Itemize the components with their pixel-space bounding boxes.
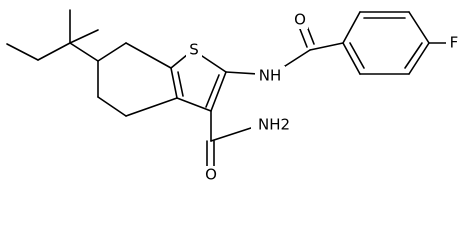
- o-top-label-bg: [292, 11, 308, 29]
- bond-ethyl-2: [37, 42, 71, 61]
- fluorine-label: F: [450, 34, 459, 52]
- bond-ethyl-1: [6, 43, 39, 61]
- bond-c3-c3a: [176, 97, 212, 112]
- molecule-canvas: S NH O F NH2 O: [6, 9, 462, 184]
- oxygen-bottom-label: O: [205, 166, 217, 184]
- bond-c7a-c3a-double: [177, 71, 184, 97]
- nh2-label: NH2: [258, 116, 290, 134]
- bond-ar-6-double: [349, 42, 365, 69]
- bond-nh-cco: [281, 49, 311, 69]
- bonds: [6, 9, 448, 167]
- bond-c2-c3-double: [205, 74, 220, 108]
- structure-diagram: S NH O F NH2 O: [6, 9, 462, 184]
- nh-label: NH: [259, 67, 282, 85]
- bond-c2-c3: [210, 71, 227, 112]
- bond-ar-4: [408, 42, 430, 75]
- bond-camide-n: [210, 126, 255, 142]
- s-label-bg: [186, 41, 202, 59]
- bond-c4-c3a: [125, 97, 178, 117]
- bond-ar-4-double: [404, 42, 423, 69]
- oxygen-top-label: O: [294, 11, 306, 29]
- bond-ar-6: [342, 42, 361, 75]
- bond-quat-c6: [69, 42, 99, 62]
- bond-c7a-c3a: [170, 67, 178, 99]
- sulfur-label: S: [189, 41, 199, 59]
- f-label-bg: [446, 34, 462, 52]
- nh2-label-bg: [251, 116, 297, 134]
- bond-c6-c7: [97, 42, 127, 62]
- bond-c5-c4: [97, 96, 127, 117]
- bond-methyl-2: [69, 29, 99, 44]
- atom-labels: S NH O F NH2 O: [186, 11, 462, 184]
- nh-label-bg: [255, 66, 285, 84]
- bond-ar-1: [342, 11, 361, 44]
- bond-c2-nh: [225, 71, 259, 75]
- bond-ar-3: [408, 11, 430, 44]
- o-bottom-label-bg: [203, 166, 219, 184]
- bond-c7-c7a: [125, 42, 172, 69]
- bond-cco-aryl: [309, 42, 344, 51]
